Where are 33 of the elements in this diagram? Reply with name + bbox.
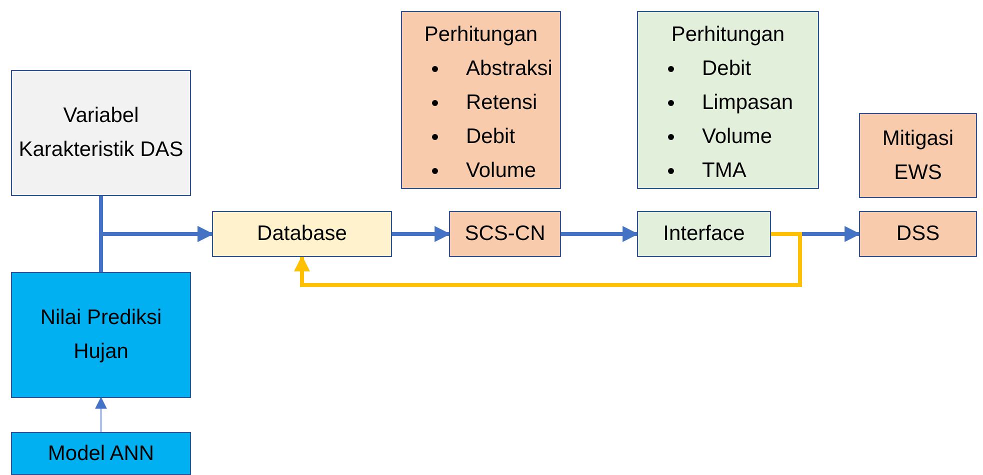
list-item: Limpasan <box>702 90 794 116</box>
list-item: Retensi <box>466 90 538 116</box>
list-item: Debit <box>702 56 752 82</box>
process-box <box>11 432 191 475</box>
note-box <box>401 11 561 189</box>
arrow <box>561 226 639 242</box>
process-box <box>859 113 977 198</box>
process-box <box>212 211 392 257</box>
box-label: Interface <box>662 221 746 248</box>
arrow <box>392 226 451 242</box>
box-label: DSS <box>895 221 941 248</box>
box-heading: Perhitungan <box>424 22 538 48</box>
list-item: Debit <box>466 124 516 150</box>
arrow <box>95 396 107 432</box>
box-label: Model ANN <box>46 440 156 467</box>
list-item: Volume <box>466 158 536 184</box>
arrow <box>294 232 802 287</box>
box-label: SCS-CN <box>464 221 546 248</box>
list-item: Abstraksi <box>466 56 552 82</box>
list-item: TMA <box>702 158 746 184</box>
box-label: Mitigasi EWS <box>881 126 955 186</box>
box-heading: Perhitungan <box>671 22 785 48</box>
note-box <box>637 11 819 189</box>
list-item: Volume <box>702 124 772 150</box>
process-box <box>637 211 771 257</box>
box-label: Variabel Karakteristik DAS <box>18 103 184 163</box>
process-box <box>859 211 977 257</box>
arrow <box>99 226 214 272</box>
process-box <box>449 211 561 257</box>
box-label: Database <box>256 221 348 248</box>
box-label: Nilai Prediksi Hujan <box>39 305 163 365</box>
process-box <box>11 70 191 196</box>
process-box <box>11 272 191 398</box>
